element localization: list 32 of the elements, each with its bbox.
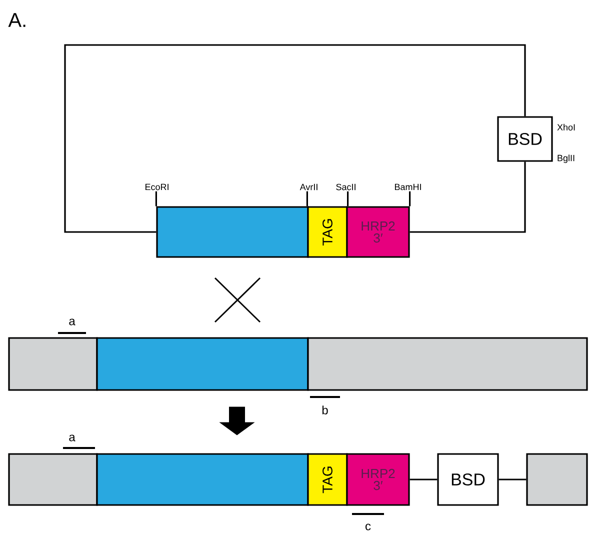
site-tick	[155, 191, 157, 206]
gene-segment	[96, 453, 309, 506]
site-label: BamHI	[395, 184, 421, 190]
primer-label: a	[69, 318, 76, 326]
primer-label: b	[322, 406, 328, 414]
backbone-line	[410, 478, 438, 480]
marker-box: BSD	[497, 116, 553, 162]
site-label: SacII	[336, 184, 356, 190]
site-tick	[306, 191, 308, 206]
utr-segment: HRP2 3′	[346, 206, 410, 258]
gene-segment	[96, 337, 309, 391]
utr-segment: HRP2 3′	[346, 453, 410, 506]
backbone-line	[64, 44, 526, 233]
site-tick	[409, 191, 411, 206]
tag-segment: TAG	[307, 206, 348, 258]
backbone-line	[410, 162, 526, 233]
flank-segment	[526, 453, 588, 506]
site-tick	[347, 191, 349, 206]
flank-segment	[8, 337, 98, 391]
site-label: EcoRI	[146, 184, 168, 190]
site-label: XhoI	[557, 124, 575, 131]
flank-segment	[8, 453, 98, 506]
gene-segment	[156, 206, 309, 258]
tag-segment: TAG	[307, 453, 348, 506]
primer-label: a	[69, 434, 76, 442]
site-label: BglII	[558, 154, 574, 163]
primer-label: c	[366, 524, 371, 530]
site-label: AvrII	[300, 184, 318, 190]
backbone-line	[498, 478, 526, 480]
flank-segment	[307, 337, 588, 391]
panel-label: A.	[8, 13, 26, 27]
marker-box: BSD	[437, 453, 499, 506]
